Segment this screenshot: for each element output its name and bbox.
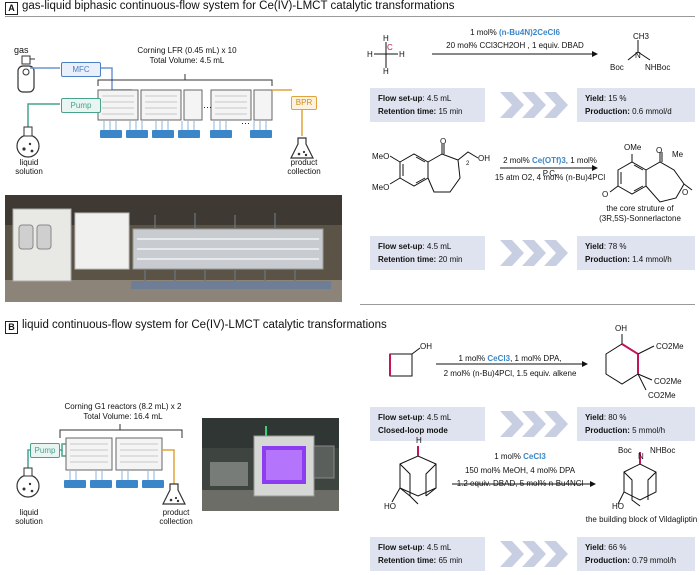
r4-product-nhboc: NHBoc <box>650 446 676 455</box>
r4-reactant-ho: HO <box>384 502 396 511</box>
liquid-label-b: liquid solution <box>15 508 43 526</box>
r2-product-ome: OMe <box>624 143 642 152</box>
r2-reactant-n2: 2 <box>466 161 470 167</box>
r2-reactant-meo2: MeO <box>372 183 390 192</box>
product-flask-icon <box>290 137 314 159</box>
r2-reactant-oh: OH <box>478 154 490 163</box>
r4-condition-3: 1.2 equiv. DBAD, 5 mol% n-Bu4NCl <box>456 479 584 488</box>
section-a-letter: A <box>5 2 18 15</box>
r4-flow-box: Flow set-up: 4.5 mL Retention time: 65 m… <box>370 537 485 571</box>
mfc-box: MFC <box>61 62 101 77</box>
r2-flow-box: Flow set-up: 4.5 mL Retention time: 20 m… <box>370 236 485 270</box>
r1-condition-2: 20 mol% CCl3CH2OH , 1 equiv. DBAD <box>446 41 584 50</box>
reaction3-structures <box>389 334 655 391</box>
r3-reactant-oh: OH <box>420 342 432 351</box>
product-label-b: product collection <box>159 508 193 526</box>
setup-a-photo <box>5 195 342 302</box>
r1-condition-1: 1 mol% (n-Bu4N)2CeCl6 <box>470 28 560 37</box>
liquid-flask-b-icon <box>16 467 40 498</box>
r2-reactant-meo1: MeO <box>372 152 390 161</box>
r1-yield-box: Yield: 15 % Production: 0.6 mmol/d <box>577 88 695 122</box>
r4-condition-2: 150 mol% MeOH, 4 mol% DPA <box>464 466 576 475</box>
r1-chevron-arrows-icon <box>500 92 568 118</box>
r2-caption-2: (3R,5S)-Sonnerlactone <box>599 214 681 223</box>
bpr-box: BPR <box>291 96 317 110</box>
r4-product-boc: Boc <box>618 446 632 455</box>
r1-h-bottom: H <box>383 67 389 76</box>
section-a-divider <box>5 16 695 17</box>
r2-caption-1: the core struture of <box>606 204 674 213</box>
reactor-b-title: Corning G1 reactors (8.2 mL) x 2 <box>64 402 182 411</box>
r3-product-co2me3: CO2Me <box>648 391 676 400</box>
reaction1-structures: C <box>374 40 651 68</box>
section-b-letter: B <box>5 321 18 334</box>
svg-text:···: ··· <box>241 118 250 128</box>
r1-product-nhboc: NHBoc <box>645 63 671 72</box>
setup-a-schematic: ··· ··· <box>16 55 314 159</box>
reactor-b-volume: Total Volume: 16.4 mL <box>83 412 163 421</box>
r3-flow-box: Flow set-up: 4.5 mL Closed-loop mode <box>370 407 485 441</box>
liquid-label-a: liquid solution <box>15 158 43 176</box>
r2-condition-2: 15 atm O2, 4 mol% (n-Bu)4PCl <box>494 173 606 182</box>
r3-condition-1: 1 mol% CeCl3, 1 mol% DPA, <box>458 354 562 363</box>
r4-product-n: N <box>638 452 644 461</box>
product-label-a: product collection <box>287 158 321 176</box>
r2-product-o2: O <box>682 188 689 197</box>
r4-yield-box: Yield: 66 % Production: 0.79 mmol/h <box>577 537 695 571</box>
product-flask-b-icon <box>162 483 186 505</box>
reactor-a-title: Corning LFR (0.45 mL) x 10 <box>137 46 237 55</box>
r3-product-co2me2: CO2Me <box>654 377 682 386</box>
r1-product-boc: Boc <box>610 63 624 72</box>
reaction2-structures <box>389 144 693 203</box>
r1-h-left: H <box>367 50 373 59</box>
r4-product-ho: HO <box>612 502 624 511</box>
r3-yield-box: Yield: 80 % Production: 5 mmol/h <box>577 407 695 441</box>
section-a-title: gas-liquid biphasic continuous-flow syst… <box>22 0 455 12</box>
carbon-label: C <box>387 43 393 52</box>
r2-yield-box: Yield: 78 % Production: 1.4 mmol/h <box>577 236 695 270</box>
reactor-plates: ··· ··· <box>97 89 273 138</box>
r3-product-co2me1: CO2Me <box>656 342 684 351</box>
r2-condition-1: 2 mol% Ce(OTf)3, 1 mol% P.C. <box>503 156 597 178</box>
reaction4-structures <box>391 446 657 507</box>
r4-condition-1: 1 mol% CeCl3 <box>494 452 546 461</box>
r1-product-ch3: CH3 <box>633 32 650 41</box>
r2-product-o1: O <box>656 146 663 155</box>
setup-b-schematic <box>16 424 186 505</box>
r2-product-o3: O <box>602 190 609 199</box>
gas-label: gas <box>14 45 29 55</box>
r1-flow-box: Flow set-up: 4.5 mL Retention time: 15 m… <box>370 88 485 122</box>
r2-reactant-o: O <box>440 137 447 146</box>
r3-product-oh: OH <box>615 324 627 333</box>
r3-condition-2: 2 mol% (n-Bu)4PCl, 1.5 equiv. alkene <box>443 369 577 378</box>
setup-b-photo <box>202 418 339 511</box>
section-b-divider-top <box>360 304 695 305</box>
svg-text:···: ··· <box>203 102 212 112</box>
r2-chevron-arrows-icon <box>500 240 568 266</box>
r4-chevron-arrows-icon <box>500 541 568 567</box>
section-b-title: liquid continuous-flow system for Ce(IV)… <box>22 319 387 331</box>
r1-product-n: N <box>635 51 641 60</box>
r4-reactant-h: H <box>416 436 422 445</box>
gas-cylinder-icon <box>17 55 35 93</box>
r3-chevron-arrows-icon <box>500 411 568 437</box>
pump-box-a: Pump <box>61 98 101 113</box>
pump-box-b: Pump <box>30 443 60 458</box>
r2-product-me: Me <box>672 150 684 159</box>
reactor-a-volume: Total Volume: 4.5 mL <box>149 56 225 65</box>
r1-h-top: H <box>383 34 389 43</box>
g1-reactor-plates <box>64 437 164 488</box>
r4-caption: the building block of Vildagliptin <box>585 515 698 524</box>
r1-h-right: H <box>399 50 405 59</box>
liquid-flask-icon <box>16 126 40 158</box>
